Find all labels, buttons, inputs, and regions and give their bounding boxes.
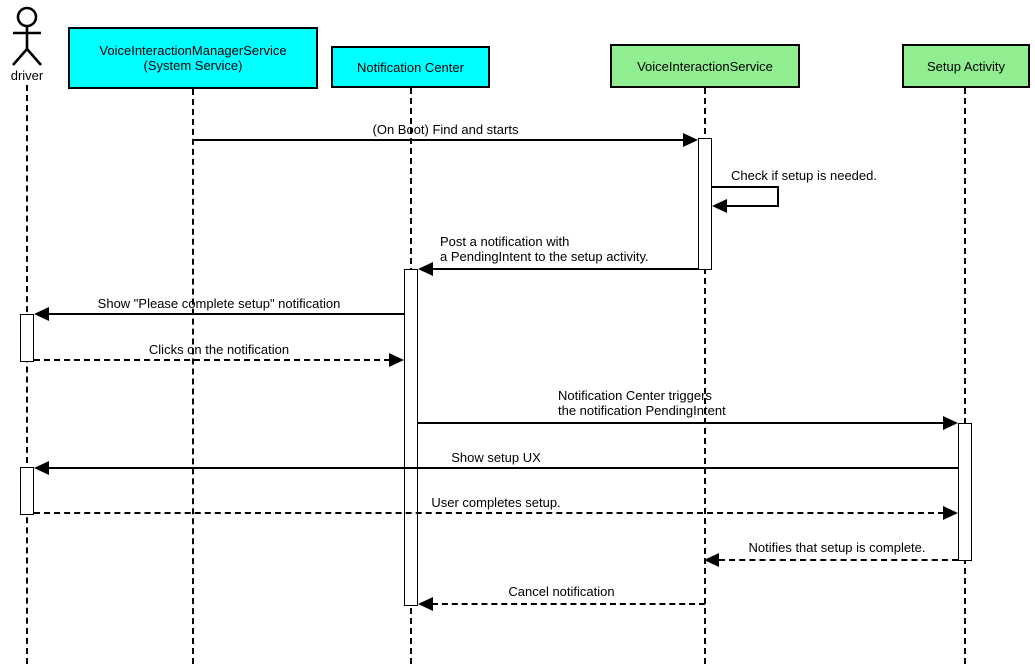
message-label-check-setup: Check if setup is needed. [731, 168, 877, 183]
arrowhead-cancel-notification [418, 597, 433, 611]
message-label-show-setup-ux: Show setup UX [451, 450, 541, 465]
message-line-show-setup-ux [48, 467, 958, 469]
message-label-clicks-notification: Clicks on the notification [148, 342, 290, 357]
selfcall-bottom-line [726, 205, 779, 207]
message-line-cancel-notification [432, 603, 705, 605]
arrowhead-show-setup-ux [34, 461, 49, 475]
participant-notification-center: Notification Center [331, 46, 490, 88]
arrowhead-notifies-complete [704, 553, 719, 567]
actor-label-driver: driver [10, 68, 44, 83]
lifeline-setup-activity [964, 88, 966, 664]
participant-setup-activity: Setup Activity [902, 44, 1030, 88]
activation-driver-2 [20, 467, 34, 515]
activation-notification-center [404, 269, 418, 606]
message-label-user-completes-setup: User completes setup. [431, 495, 561, 510]
participant-voice-interaction-service: VoiceInteractionService [610, 44, 800, 88]
selfcall-right-line [777, 186, 779, 207]
message-label-post-notification: Post a notification with a PendingIntent… [440, 234, 649, 264]
message-label-show-notification: Show "Please complete setup" notificatio… [97, 296, 341, 311]
lifeline-driver [26, 85, 28, 664]
participant-label: (System Service) [143, 58, 243, 73]
participant-label: VoiceInteractionService [637, 58, 773, 74]
arrowhead-check-setup [712, 199, 727, 213]
activation-driver-1 [20, 314, 34, 362]
arrowhead-on-boot [683, 133, 698, 147]
lifeline-voice-interaction-service [704, 88, 706, 664]
lifeline-voice-interaction-manager-service [192, 89, 194, 664]
participant-label: Notification Center [357, 59, 464, 75]
message-label-triggers-pendingintent: Notification Center triggers the notific… [558, 388, 726, 418]
person-icon [12, 6, 42, 66]
message-label-on-boot: (On Boot) Find and starts [372, 122, 519, 137]
arrowhead-show-notification [34, 307, 49, 321]
participant-voice-interaction-manager-service: VoiceInteractionManagerService (System S… [68, 27, 318, 89]
activation-setup-activity [958, 423, 972, 561]
message-line-triggers-pendingintent [418, 422, 944, 424]
activation-voice-interaction-service [698, 138, 712, 270]
message-line-post-notification [432, 268, 698, 270]
participant-label: VoiceInteractionManagerService [99, 43, 287, 58]
actor-driver [7, 5, 47, 67]
message-line-on-boot [193, 139, 684, 141]
arrowhead-triggers-pendingintent [943, 416, 958, 430]
arrowhead-user-completes-setup [943, 506, 958, 520]
arrowhead-clicks-notification [389, 353, 404, 367]
message-label-notifies-complete: Notifies that setup is complete. [748, 540, 926, 555]
message-line-user-completes-setup [34, 512, 944, 514]
participant-label: Setup Activity [926, 58, 1006, 74]
arrowhead-post-notification [418, 262, 433, 276]
selfcall-top-line [712, 186, 779, 188]
message-line-show-notification [48, 313, 404, 315]
message-line-clicks-notification [34, 359, 390, 361]
message-label-cancel-notification: Cancel notification [508, 584, 615, 599]
message-line-notifies-complete [719, 559, 958, 561]
